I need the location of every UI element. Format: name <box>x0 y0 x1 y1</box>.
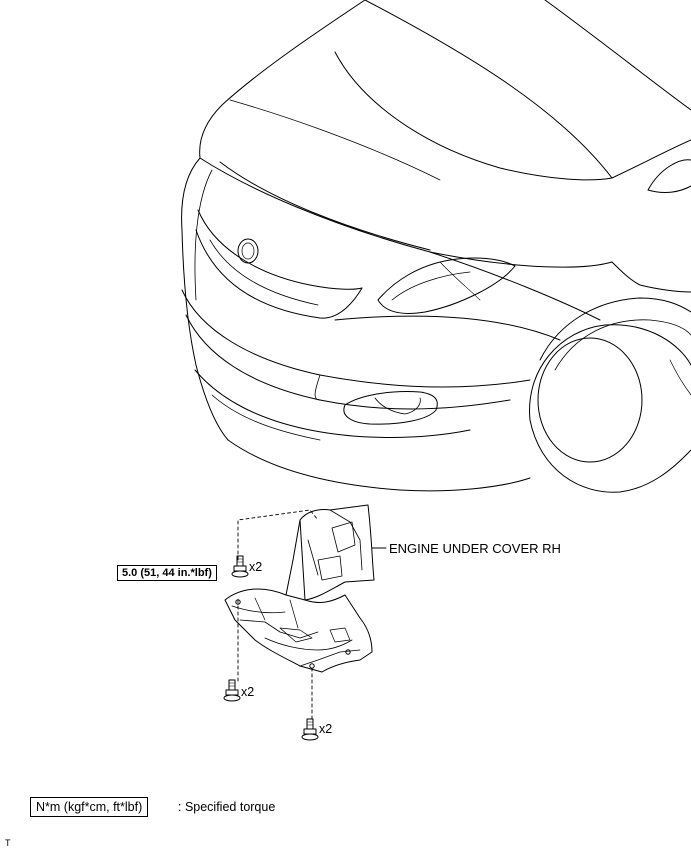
grille-upper <box>197 209 363 290</box>
rocker-contour <box>334 315 561 341</box>
install-guide-lines <box>237 509 319 721</box>
legend-description: : Specified torque <box>178 800 276 814</box>
bumper-lower-intake <box>194 369 471 438</box>
wheel-arch-inner <box>554 319 691 371</box>
hood-front-edge <box>199 157 613 268</box>
bumper-mid <box>185 314 511 410</box>
bolt-quantity: x2 <box>319 722 333 736</box>
fender-line <box>429 251 601 321</box>
windshield-line <box>364 0 613 179</box>
bolt-icon <box>223 679 241 702</box>
hood-outer-left <box>199 0 366 159</box>
vehicle-front-illustration <box>181 0 691 493</box>
torque-spec-box: 5.0 (51, 44 in.*lbf) <box>117 565 217 581</box>
corner-mark: T <box>5 838 11 848</box>
mirror <box>647 159 691 194</box>
headlamp <box>377 257 516 314</box>
bumper-bottom <box>227 439 531 492</box>
front-left-edge <box>181 157 229 441</box>
hood-center-crease <box>229 99 441 181</box>
tire-outer <box>529 324 691 421</box>
legend-unit-box: N*m (kgf*cm, ft*lbf) <box>30 797 149 817</box>
hood-inner-fold <box>219 161 431 251</box>
front-left-inner <box>194 169 213 301</box>
grille-inner <box>209 239 319 306</box>
tire-tread-bottom <box>529 419 691 493</box>
engine-under-cover-rh <box>224 504 375 673</box>
roof-line <box>544 0 691 111</box>
emblem <box>237 238 259 264</box>
bolt-quantity: x2 <box>241 685 255 699</box>
bolt-quantity: x2 <box>249 560 263 574</box>
tire-sidewall <box>537 337 643 463</box>
grille-lower <box>195 229 363 319</box>
fog-lamp <box>343 391 438 425</box>
bolt-icon <box>231 555 249 578</box>
bolt-icon <box>301 718 319 741</box>
a-pillar <box>611 139 691 179</box>
bumper-upper <box>181 289 531 388</box>
fender-top <box>611 261 691 293</box>
hood-crease <box>334 51 613 181</box>
part-label: ENGINE UNDER COVER RH <box>389 541 561 556</box>
wheel-arch <box>539 297 691 361</box>
